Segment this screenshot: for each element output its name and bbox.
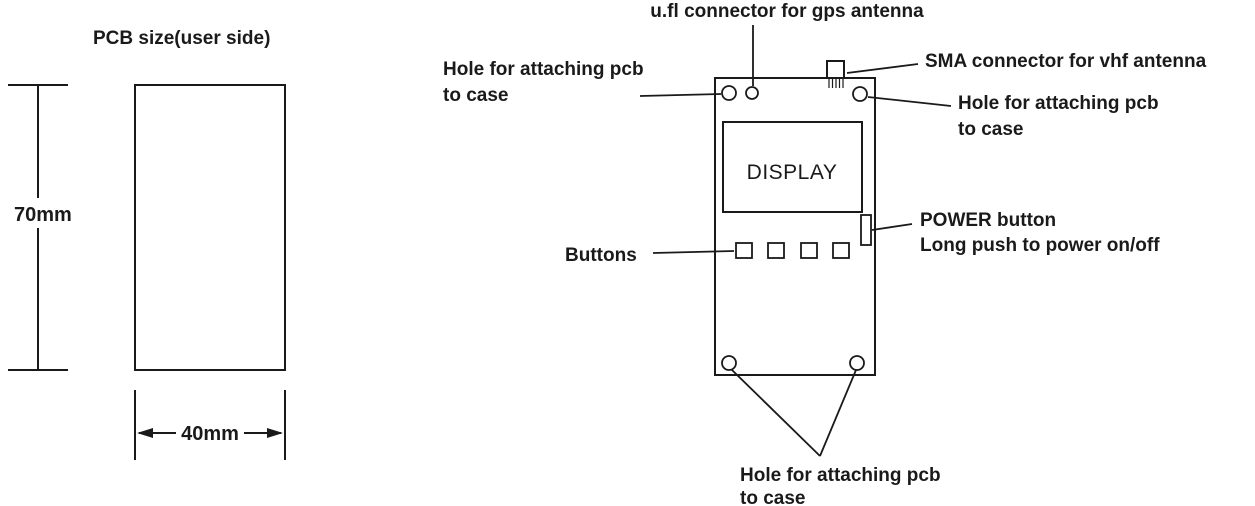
height-dimension: 70mm [8,84,72,371]
height-dim-label: 70mm [14,204,72,226]
pcb-size-panel: PCB size(user side) 70mm 40mm [8,28,286,460]
width-dim-label: 40mm [181,423,239,445]
mounting-hole-bottom-right [849,355,865,371]
push-button-3 [800,242,818,259]
width-dimension: 40mm [134,390,286,460]
push-button-4 [832,242,850,259]
pcb-size-title: PCB size(user side) [93,28,270,49]
hole-top-right-leader-line [867,96,952,107]
display-outline [722,121,863,213]
hole-top-left-leader-line [639,93,722,97]
buttons-label: Buttons [565,245,637,266]
hole-bottom-left-leader-line [731,369,821,457]
height-label-mask [8,198,72,228]
sma-label: SMA connector for vhf antenna [925,51,1207,72]
pcb-size-outline [134,84,286,371]
buttons-leader-line [652,250,735,254]
mounting-hole-top-right [852,86,868,102]
hole-bottom-right-leader-line [819,369,857,457]
hole-top-left-label-line2: to case [443,85,508,106]
hole-top-left-label-line1: Hole for attaching pcb [443,59,644,80]
width-dim-right-arrow-icon [267,428,283,438]
push-button-2 [767,242,785,259]
hole-top-right-label-line1: Hole for attaching pcb [958,93,1159,114]
push-button-1 [735,242,753,259]
hole-bottom-label-line2: to case [740,488,805,506]
display-label: DISPLAY [747,161,838,184]
sma-connector [826,60,845,79]
power-button [860,214,872,246]
power-label-line1: POWER button [920,210,1056,231]
sma-connector-pins [828,79,844,88]
ufl-label: u.fl connector for gps antenna [650,1,924,22]
button-row [735,242,850,259]
hole-bottom-label-line1: Hole for attaching pcb [740,465,941,486]
hole-top-right-label-line2: to case [958,119,1023,140]
ufl-connector [745,86,759,100]
power-leader-line [871,223,913,231]
board-layout-diagram: DISPLAY u.fl connector for gps antenna H… [443,1,1207,506]
mounting-hole-bottom-left [721,355,737,371]
sma-leader-line [846,63,919,74]
power-label-line2: Long push to power on/off [920,235,1160,256]
mounting-hole-top-left [721,85,737,101]
width-dim-left-arrow-icon [137,428,153,438]
